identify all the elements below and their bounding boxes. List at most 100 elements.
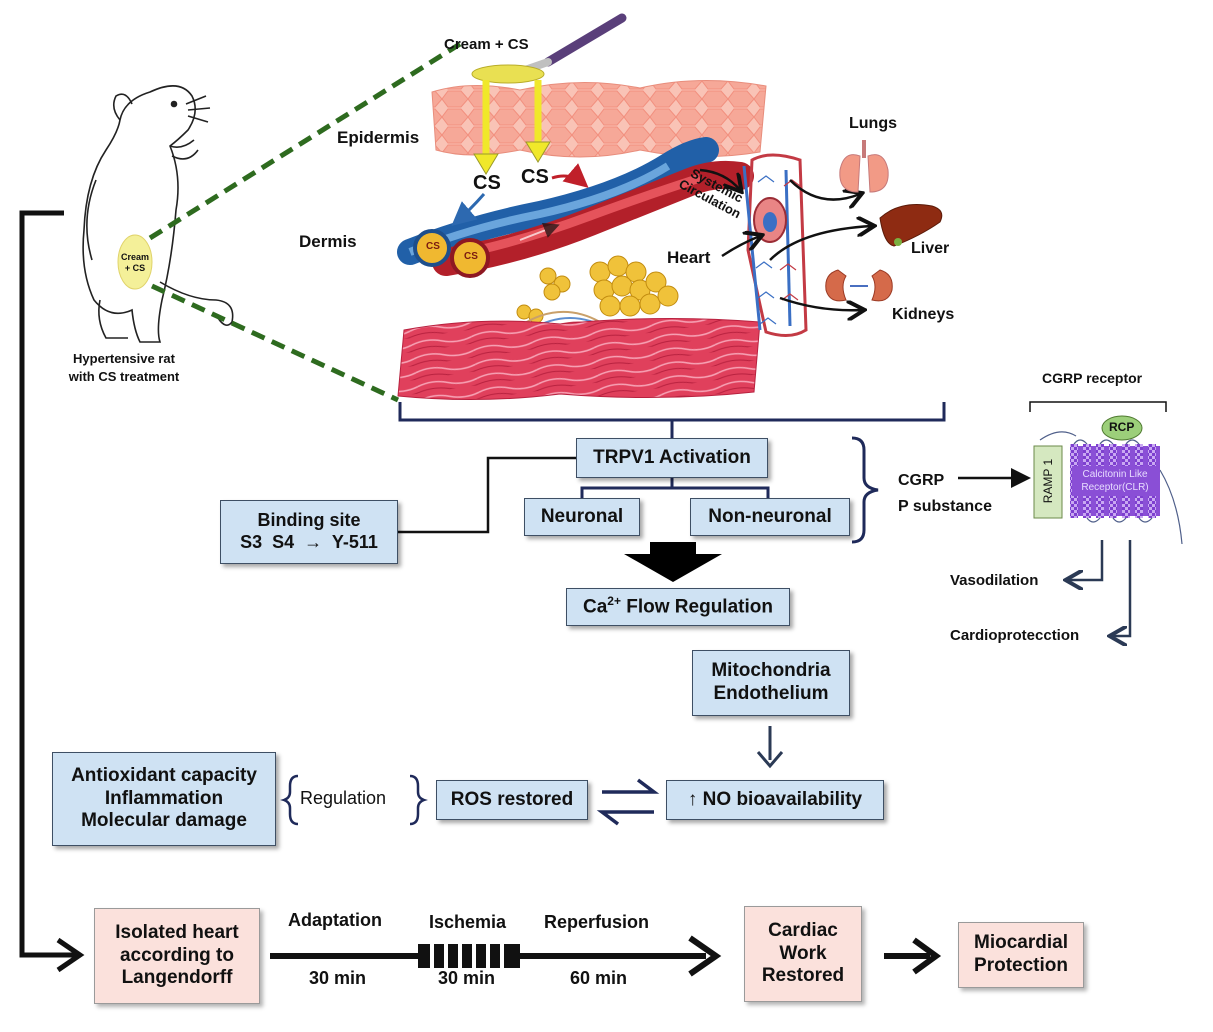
regulation-label: Regulation bbox=[300, 788, 387, 808]
patch-label: Cream + CS bbox=[120, 252, 149, 273]
no-bioavailability-box: ↑ NO bioavailability bbox=[666, 780, 884, 820]
antiox-line1: Antioxidant capacity bbox=[71, 764, 257, 786]
kidneys-label: Kidneys bbox=[892, 306, 955, 323]
to-protection-arrow bbox=[884, 937, 942, 975]
equilibrium-arrows bbox=[596, 778, 660, 826]
zoom-lines bbox=[148, 41, 462, 403]
binding-connector bbox=[398, 456, 576, 534]
trpv1-box: TRPV1 Activation bbox=[576, 438, 768, 478]
adipose-cluster bbox=[516, 255, 679, 324]
feedback-arrow bbox=[19, 210, 85, 973]
isolated-line3: Langendorff bbox=[121, 967, 233, 989]
ca-flow-text: Ca2+ Flow Regulation bbox=[583, 594, 773, 618]
blood-vessels bbox=[397, 137, 754, 278]
epidermis-label: Epidermis bbox=[337, 128, 420, 147]
cs-red-arrow bbox=[551, 163, 589, 188]
regulation-left-brace bbox=[280, 774, 299, 826]
mito-line2: Endothelium bbox=[713, 683, 829, 704]
reperfusion-label: Reperfusion bbox=[544, 912, 650, 932]
cardioprotection-arrow bbox=[1112, 540, 1132, 636]
spatula-icon bbox=[471, 13, 627, 84]
ca-flow-box: Ca2+ Flow Regulation bbox=[566, 588, 790, 626]
muscle-layer bbox=[397, 317, 761, 401]
cardiac-work-box: Cardiac Work Restored bbox=[744, 906, 862, 1002]
cardiac-line2: Work bbox=[779, 942, 827, 964]
rat-caption-line1: Hypertensive rat bbox=[73, 351, 175, 366]
heart-arrow bbox=[721, 236, 760, 258]
heart-label: Heart bbox=[667, 248, 711, 267]
circulation-diagram bbox=[742, 153, 808, 337]
clr-label: Calcitonin Like Receptor(CLR) bbox=[1072, 468, 1158, 494]
rcp-protein bbox=[1101, 415, 1143, 441]
kidneys-arrow bbox=[779, 296, 862, 310]
kidneys-icon bbox=[825, 269, 893, 302]
down-arrow-to-ca bbox=[624, 542, 722, 582]
mito-to-no-arrow bbox=[756, 726, 784, 769]
neuronal-text: Neuronal bbox=[540, 505, 624, 527]
mitochondria-box: Mitochondria Endothelium bbox=[692, 650, 850, 716]
receptor-title: CGRP receptor bbox=[1042, 370, 1143, 386]
vasodilation-arrow bbox=[1068, 540, 1104, 580]
non-neuronal-text: Non-neuronal bbox=[708, 505, 832, 527]
dermis-label: Dermis bbox=[299, 232, 357, 251]
binding-line1: Binding site bbox=[257, 510, 361, 531]
rat-caption-line2: with CS treatment bbox=[68, 368, 180, 384]
epidermis-layer bbox=[431, 80, 767, 158]
right-brace bbox=[851, 436, 879, 544]
neuronal-box: Neuronal bbox=[524, 498, 640, 536]
antioxidant-box: Antioxidant capacity Inflammation Molecu… bbox=[52, 752, 276, 846]
rat-illustration bbox=[82, 85, 234, 343]
cream-patch bbox=[117, 234, 153, 290]
cardiac-line3: Restored bbox=[761, 965, 845, 987]
reperfusion-time: 60 min bbox=[570, 968, 628, 988]
lungs-arrow bbox=[789, 179, 860, 200]
cs-penetration-arrows bbox=[473, 80, 551, 175]
clr-line2: Receptor(CLR) bbox=[1081, 482, 1149, 493]
mito-line1: Mitochondria bbox=[711, 660, 831, 682]
adaptation-label: Adaptation bbox=[288, 910, 382, 930]
ramp1-protein bbox=[1033, 445, 1063, 519]
antiox-line3: Molecular damage bbox=[81, 810, 247, 832]
cs-label-left: CS bbox=[473, 172, 501, 194]
protocol-timeline bbox=[270, 935, 722, 977]
ramp-label: RAMP 1 bbox=[1041, 458, 1055, 504]
cs-vessel-label-blue: CS bbox=[426, 241, 440, 252]
isolated-line2: according to bbox=[119, 944, 234, 966]
rcp-label: RCP bbox=[1109, 420, 1135, 434]
lungs-icon bbox=[839, 140, 889, 193]
cream-label: Cream + CS bbox=[444, 36, 529, 53]
liver-label: Liver bbox=[911, 240, 950, 257]
isolated-line1: Isolated heart bbox=[115, 921, 239, 943]
cs-label-right: CS bbox=[521, 166, 549, 188]
adaptation-time: 30 min bbox=[309, 968, 367, 988]
no-bio-text: ↑ NO bioavailability bbox=[687, 788, 863, 810]
ischemia-time: 30 min bbox=[438, 968, 496, 988]
ros-box: ROS restored bbox=[436, 780, 588, 820]
vasodilation-label: Vasodilation bbox=[950, 572, 1039, 589]
regulation-right-brace bbox=[409, 774, 428, 826]
gallbladder-icon bbox=[894, 238, 902, 246]
cgrp-text: CGRP bbox=[898, 472, 945, 489]
liver-icon bbox=[879, 204, 943, 247]
binding-line2: S3 S4 → Y-511 bbox=[240, 532, 378, 552]
receptor-bracket bbox=[1029, 401, 1167, 412]
cardioprotection-label: Cardioprotecction bbox=[950, 627, 1080, 644]
lungs-label: Lungs bbox=[849, 115, 897, 132]
skin-bracket bbox=[398, 402, 946, 422]
cgrp-label: CGRP P substance bbox=[898, 468, 992, 519]
liver-arrow bbox=[769, 226, 872, 261]
cs-vessel-label-red: CS bbox=[464, 251, 478, 262]
cs-to-vessel-arrow bbox=[451, 193, 486, 226]
ischemia-label: Ischemia bbox=[429, 912, 507, 932]
miocardial-line2: Protection bbox=[974, 955, 1068, 976]
clr-line1: Calcitonin Like bbox=[1082, 469, 1148, 480]
trpv1-text: TRPV1 Activation bbox=[593, 446, 751, 468]
cardiac-line1: Cardiac bbox=[768, 919, 838, 941]
isolated-heart-box: Isolated heart according to Langendorff bbox=[94, 908, 260, 1004]
p-substance-text: P substance bbox=[898, 497, 992, 515]
systemic-arrow bbox=[699, 168, 740, 190]
ros-text: ROS restored bbox=[450, 788, 574, 810]
trpv1-branch bbox=[580, 478, 770, 498]
non-neuronal-box: Non-neuronal bbox=[690, 498, 850, 536]
